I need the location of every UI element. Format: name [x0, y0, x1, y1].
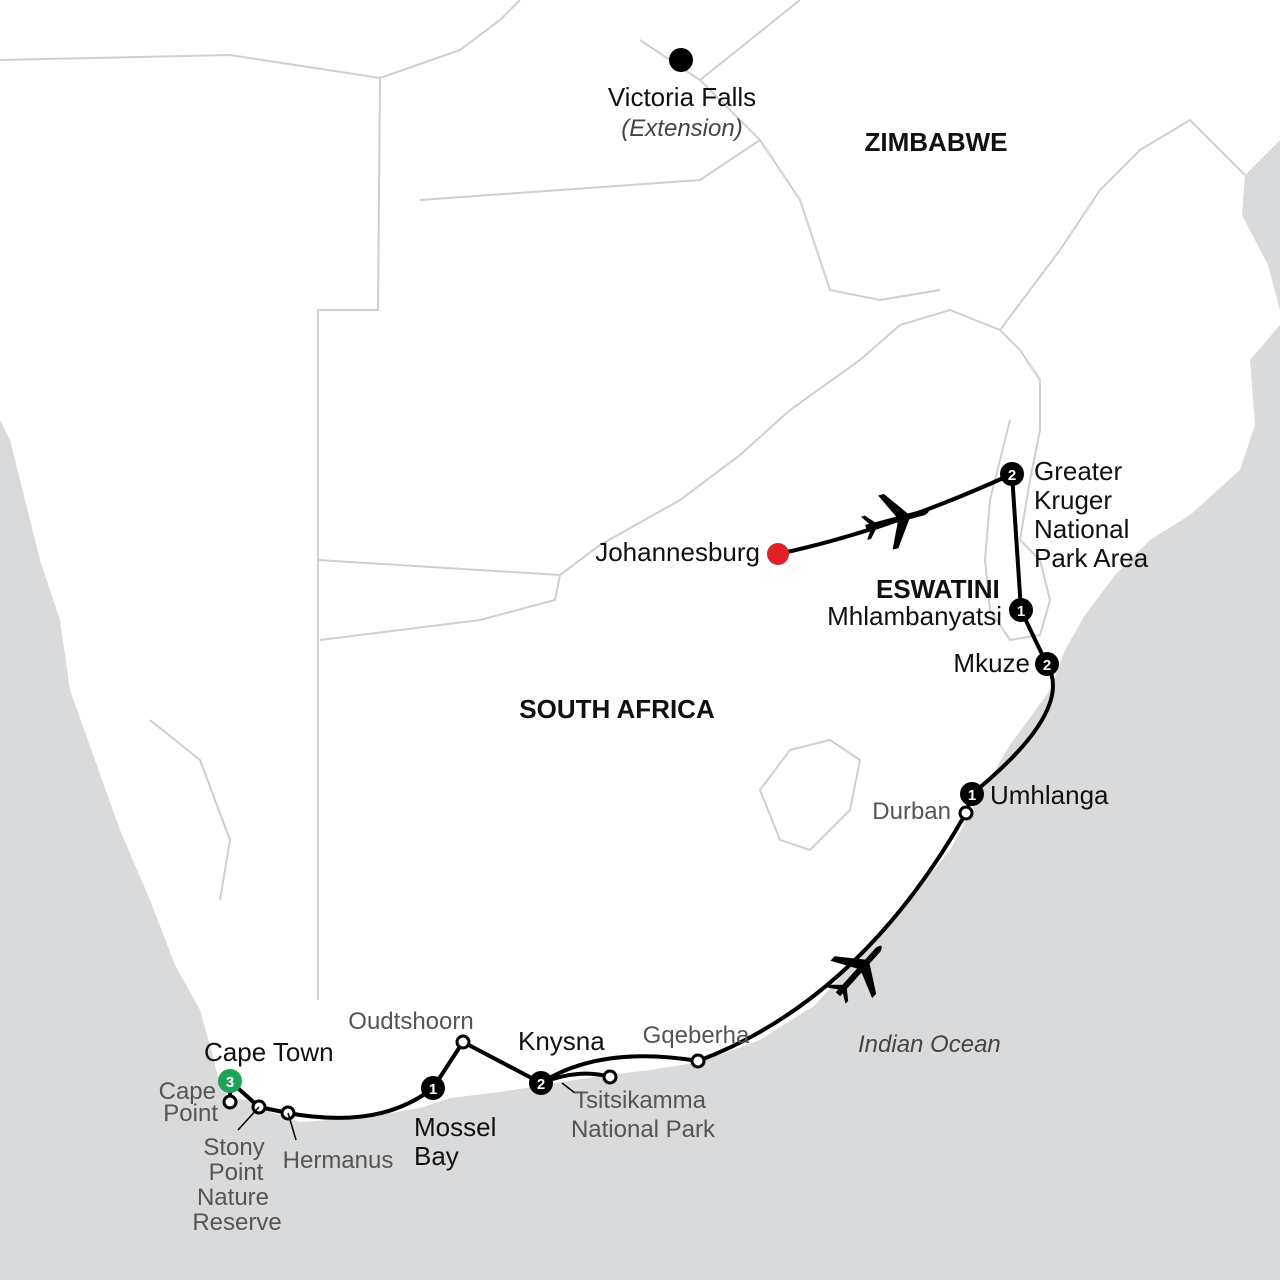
flight-durban-gqeberha — [696, 811, 968, 1063]
label-tsitsikamma-2: National Park — [571, 1116, 716, 1143]
country-borders — [0, 0, 1246, 1000]
overnight-marker-mossel-bay: 1 — [421, 1076, 445, 1100]
label-tsitsikamma-1: Tsitsikamma — [574, 1087, 707, 1114]
label-eswatini: ESWATINI — [876, 574, 1000, 604]
waypoint-markers — [222, 805, 974, 1121]
label-south-africa: SOUTH AFRICA — [519, 694, 715, 724]
label-johannesburg: Johannesburg — [595, 537, 760, 567]
label-gqeberha: Gqeberha — [643, 1022, 750, 1049]
label-durban: Durban — [872, 798, 951, 825]
svg-text:3: 3 — [226, 1074, 234, 1091]
svg-text:1: 1 — [429, 1081, 437, 1098]
waypoint-tsitsikamma — [602, 1069, 618, 1085]
label-cape-town: Cape Town — [204, 1037, 334, 1067]
label-victoria-falls: Victoria Falls — [608, 82, 756, 112]
svg-text:1: 1 — [1017, 603, 1025, 620]
label-stony-point-3: Nature — [197, 1184, 269, 1211]
label-zimbabwe: ZIMBABWE — [865, 127, 1008, 157]
end-marker: 3 — [218, 1069, 242, 1093]
label-oudtshoorn: Oudtshoorn — [348, 1008, 473, 1035]
label-mkuze: Mkuze — [953, 648, 1030, 678]
waypoint-gqeberha — [690, 1053, 706, 1069]
label-indian-ocean: Indian Ocean — [858, 1031, 1001, 1058]
overnight-marker-mhlambanyatsi: 1 — [1009, 598, 1033, 622]
road-mkuze-umhlanga — [970, 662, 1055, 796]
road-kruger-mhlambanyatsi — [1010, 472, 1023, 612]
airplane-icon — [860, 493, 929, 550]
label-cape-point-2: Point — [163, 1100, 218, 1127]
road-mossel-hermanus — [286, 1086, 435, 1120]
road-gqeberha-knysna — [539, 1054, 700, 1085]
label-kruger-4: Park Area — [1034, 543, 1149, 573]
land — [0, 0, 1280, 1122]
svg-text:1: 1 — [968, 787, 976, 804]
label-kruger-1: Greater — [1034, 456, 1122, 486]
label-kruger-2: Kruger — [1034, 485, 1112, 515]
start-marker — [767, 543, 789, 565]
svg-text:2: 2 — [1008, 467, 1016, 484]
label-umhlanga: Umhlanga — [990, 780, 1109, 810]
label-mossel-bay-2: Bay — [414, 1141, 459, 1171]
waypoint-oudtshoorn — [455, 1034, 471, 1050]
svg-text:2: 2 — [537, 1076, 545, 1093]
label-mhlambanyatsi: Mhlambanyatsi — [827, 601, 1002, 631]
waypoint-durban — [958, 805, 974, 821]
label-knysna: Knysna — [518, 1026, 605, 1056]
label-hermanus: Hermanus — [283, 1147, 394, 1174]
label-stony-point-2: Point — [209, 1159, 264, 1186]
overnight-marker-knysna: 2 — [529, 1071, 553, 1095]
overnight-marker-mkuze: 2 — [1035, 652, 1059, 676]
road-knysna-oudtshoorn — [461, 1040, 543, 1085]
label-mossel-bay-1: Mossel — [414, 1112, 496, 1142]
overnight-marker-kruger: 2 — [1000, 462, 1024, 486]
label-stony-point-1: Stony — [203, 1134, 264, 1161]
label-victoria-falls-note: (Extension) — [621, 115, 742, 142]
leader-stony-point — [237, 1106, 260, 1131]
label-kruger-3: National — [1034, 514, 1129, 544]
waypoint-cape-point — [222, 1094, 238, 1110]
victoria-falls-marker — [669, 48, 693, 72]
leader-hermanus — [287, 1112, 297, 1141]
svg-text:2: 2 — [1043, 657, 1051, 674]
airplane-icon — [827, 945, 882, 1004]
label-cape-point-1: Cape — [159, 1078, 216, 1105]
label-stony-point-4: Reserve — [192, 1209, 281, 1236]
overnight-marker-umhlanga: 1 — [960, 782, 984, 806]
leader-tsitsikamma — [561, 1082, 576, 1094]
